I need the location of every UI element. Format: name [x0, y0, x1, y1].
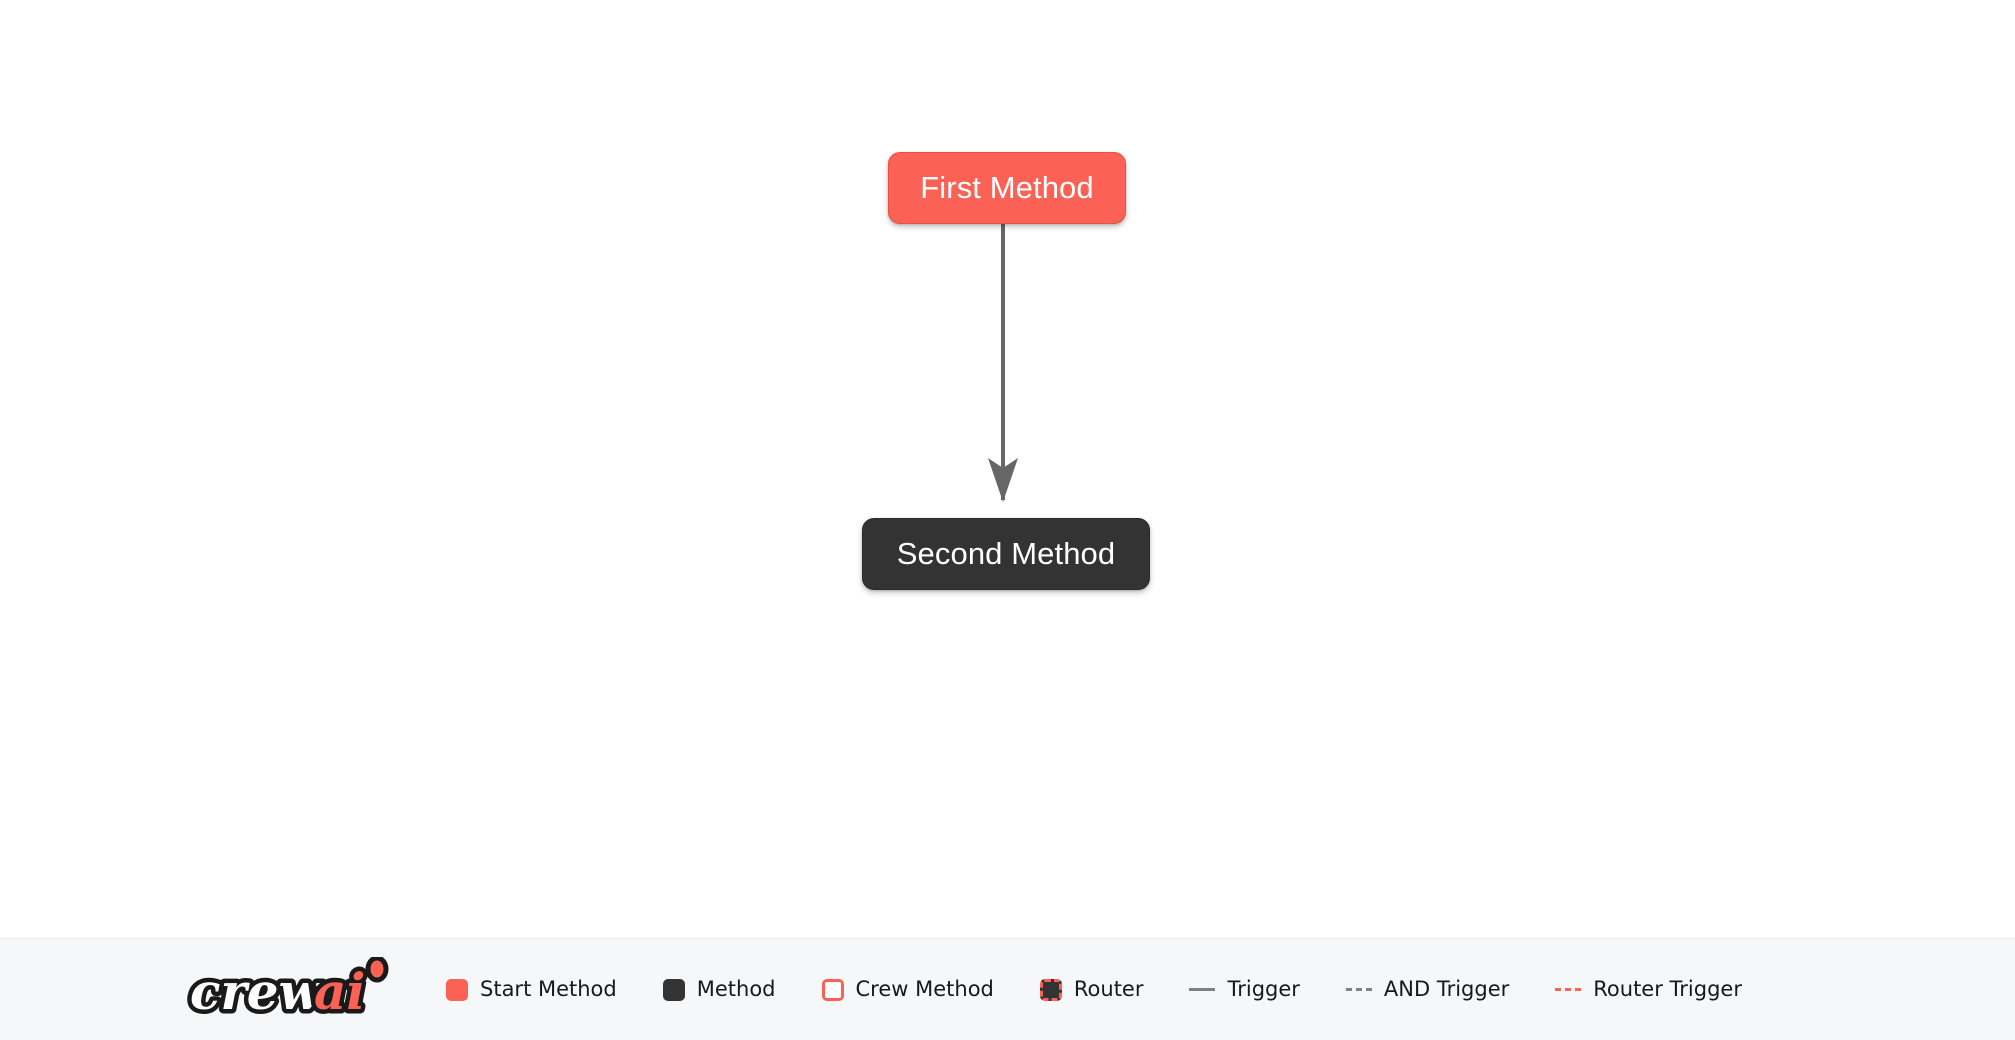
- crew-method-swatch-icon: [821, 978, 844, 1001]
- legend-item-crew-method: Crew Method: [821, 977, 994, 1001]
- legend-label: Router: [1073, 977, 1144, 1001]
- crewai-logo: .lg-script { font-family: "DejaVu Serif"…: [186, 956, 389, 1023]
- crewai-logo-dot-icon: [365, 956, 389, 982]
- legend-item-and-trigger: AND Trigger: [1345, 977, 1510, 1001]
- legend-item-start-method: Start Method: [446, 977, 617, 1001]
- crewai-logo-outline-accent: ai: [314, 962, 365, 1021]
- legend-label: AND Trigger: [1383, 977, 1510, 1001]
- crewai-logo-text-accent: ai: [314, 962, 365, 1021]
- edge-arrowhead-icon: [988, 458, 1018, 502]
- flow-canvas[interactable]: First Method Second Method: [0, 0, 2015, 938]
- legend-item-method: Method: [662, 977, 776, 1001]
- legend-item-router: Router: [1039, 977, 1144, 1001]
- edge-first-to-second[interactable]: [988, 224, 1018, 502]
- trigger-line-icon: [1189, 988, 1216, 991]
- node-first-method[interactable]: First Method: [888, 152, 1126, 224]
- legend-bar: .lg-script { font-family: "DejaVu Serif"…: [0, 938, 2015, 1040]
- legend-label: Crew Method: [855, 977, 994, 1001]
- edge-layer: [988, 224, 1018, 502]
- legend-label: Start Method: [480, 977, 617, 1001]
- crewai-logo-outline-primary: crew: [190, 962, 324, 1021]
- router-swatch-icon: [1039, 978, 1062, 1001]
- legend-label: Router Trigger: [1593, 977, 1742, 1001]
- node-label: Second Method: [896, 536, 1116, 571]
- legend-label: Method: [696, 977, 776, 1001]
- node-second-method[interactable]: Second Method: [862, 518, 1150, 590]
- legend-item-trigger: Trigger: [1189, 977, 1300, 1001]
- legend-item-router-trigger: Router Trigger: [1555, 979, 1742, 1000]
- legend-label: Trigger: [1227, 977, 1300, 1001]
- legend-items: Start Method Method Crew Method Router T…: [446, 977, 1742, 1001]
- crewai-logo-text-primary: crew: [190, 962, 324, 1021]
- and-trigger-line-icon: [1345, 988, 1372, 991]
- method-swatch-icon: [662, 978, 685, 1001]
- node-label: First Method: [920, 170, 1094, 205]
- router-trigger-line-icon: [1555, 988, 1582, 991]
- start-method-swatch-icon: [446, 978, 468, 1001]
